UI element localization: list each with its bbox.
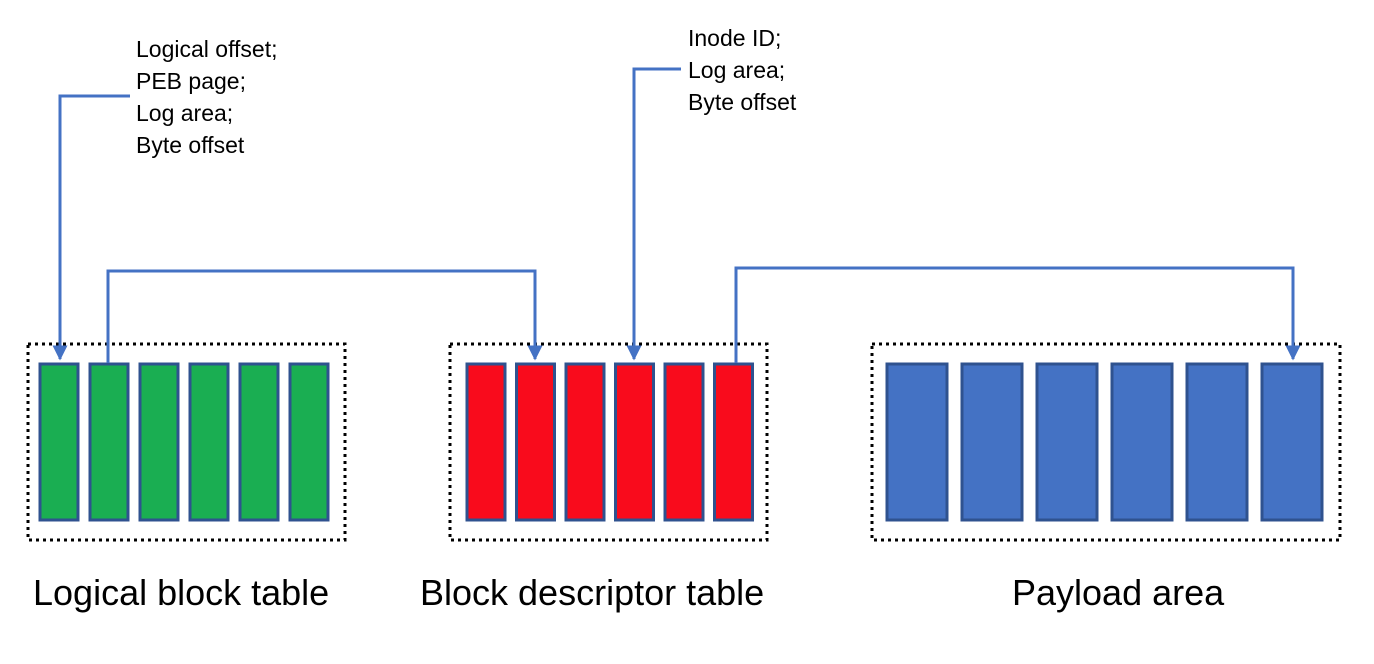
table-slot [1260, 362, 1324, 522]
table-slot [38, 362, 80, 522]
table-slot [88, 362, 130, 522]
annotation-arrow-block-descriptor [626, 67, 681, 361]
lbt-to-bdt-arrow [106, 269, 543, 363]
logical-block-annotation: Logical offset; PEB page; Log area; Byte… [136, 33, 278, 161]
payload-area-slots [885, 362, 1324, 522]
table-slot [564, 362, 606, 522]
table-slot [885, 362, 949, 522]
table-slot [515, 362, 556, 522]
table-slot [614, 362, 655, 522]
annotation-line: Inode ID; [688, 25, 782, 51]
annotation-line: Byte offset [136, 132, 245, 158]
logical-block-table-caption: Logical block table [33, 572, 330, 613]
annotation-line: Logical offset; [136, 36, 278, 62]
block-descriptor-table-frame [448, 342, 769, 542]
annotation-arrow-logical-block [52, 94, 130, 361]
table-slot [1110, 362, 1174, 522]
annotation-line: Log area; [688, 57, 786, 83]
table-slot [960, 362, 1024, 522]
annotation-line: Log area; [136, 100, 234, 126]
table-slot [465, 362, 507, 522]
bdt-to-payload-arrow [734, 266, 1301, 363]
logical-block-table-frame [26, 342, 347, 542]
payload-area-caption: Payload area [1012, 572, 1225, 613]
block-descriptor-annotation: Inode ID; Log area; Byte offset [688, 22, 796, 118]
table-slot [1185, 362, 1249, 522]
table-slot [713, 362, 754, 522]
table-slot [1035, 362, 1099, 522]
table-slot [238, 362, 280, 522]
table-slot [188, 362, 230, 522]
table-slot [288, 362, 330, 522]
block-descriptor-table-caption: Block descriptor table [420, 572, 765, 613]
annotation-line: PEB page; [136, 68, 246, 94]
table-slot [663, 362, 705, 522]
payload-area-frame [870, 342, 1342, 542]
table-slot [138, 362, 180, 522]
annotation-line: Byte offset [688, 89, 797, 115]
block-descriptor-table-slots [465, 362, 754, 522]
logical-block-table-slots [38, 362, 330, 522]
